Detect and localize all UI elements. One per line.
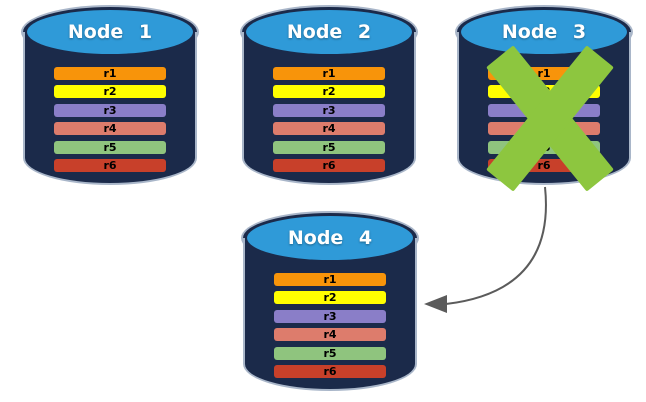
row-stack: r1 r2 r3 r4 r5 r6 xyxy=(54,67,166,177)
replica-row-r4: r4 xyxy=(274,328,386,342)
node-title: Node 4 xyxy=(287,227,373,249)
replica-row-r2: r2 xyxy=(488,85,600,99)
replica-row-r6: r6 xyxy=(273,158,385,172)
row-stack: r1 r2 r3 r4 r5 r6 xyxy=(488,67,600,177)
replica-row-r2: r2 xyxy=(273,85,385,99)
replica-row-r5: r5 xyxy=(488,140,600,154)
replica-row-r4: r4 xyxy=(488,122,600,136)
replica-row-r3: r3 xyxy=(54,103,166,117)
row-stack: r1 r2 r3 r4 r5 r6 xyxy=(274,273,386,383)
replica-row-r3: r3 xyxy=(488,103,600,117)
arrow-head-icon xyxy=(424,295,447,313)
node-title: Node 1 xyxy=(67,21,153,43)
replica-row-r2: r2 xyxy=(54,85,166,99)
replica-row-r3: r3 xyxy=(274,309,386,323)
replica-row-r3: r3 xyxy=(273,103,385,117)
replica-row-r4: r4 xyxy=(273,122,385,136)
replica-row-r1: r1 xyxy=(274,273,386,286)
row-stack: r1 r2 r3 r4 r5 r6 xyxy=(273,67,385,177)
cylinder-top-face xyxy=(247,216,413,260)
replica-row-r5: r5 xyxy=(54,140,166,154)
replica-row-r6: r6 xyxy=(54,158,166,172)
replica-row-r5: r5 xyxy=(273,140,385,154)
replica-row-r5: r5 xyxy=(274,346,386,360)
node-1: Node 1 r1 r2 r3 r4 r5 r6 xyxy=(23,7,197,185)
replica-row-r1: r1 xyxy=(273,67,385,80)
replica-row-r6: r6 xyxy=(274,364,386,378)
node-3: Node 3 r1 r2 r3 r4 r5 r6 xyxy=(457,7,631,192)
replica-row-r4: r4 xyxy=(54,122,166,136)
cylinder-top-face xyxy=(246,10,412,54)
replica-row-r1: r1 xyxy=(488,67,600,80)
arrow-curve xyxy=(445,186,547,305)
node-title: Node 2 xyxy=(286,21,372,43)
replica-row-r6: r6 xyxy=(488,158,600,172)
cylinder-top-face xyxy=(27,10,193,54)
replica-row-r2: r2 xyxy=(274,291,386,305)
node-title: Node 3 xyxy=(501,21,587,43)
node-4: Node 4 r1 r2 r3 r4 r5 r6 xyxy=(243,213,417,391)
node-2: Node 2 r1 r2 r3 r4 r5 r6 xyxy=(242,7,416,185)
replica-row-r1: r1 xyxy=(54,67,166,80)
